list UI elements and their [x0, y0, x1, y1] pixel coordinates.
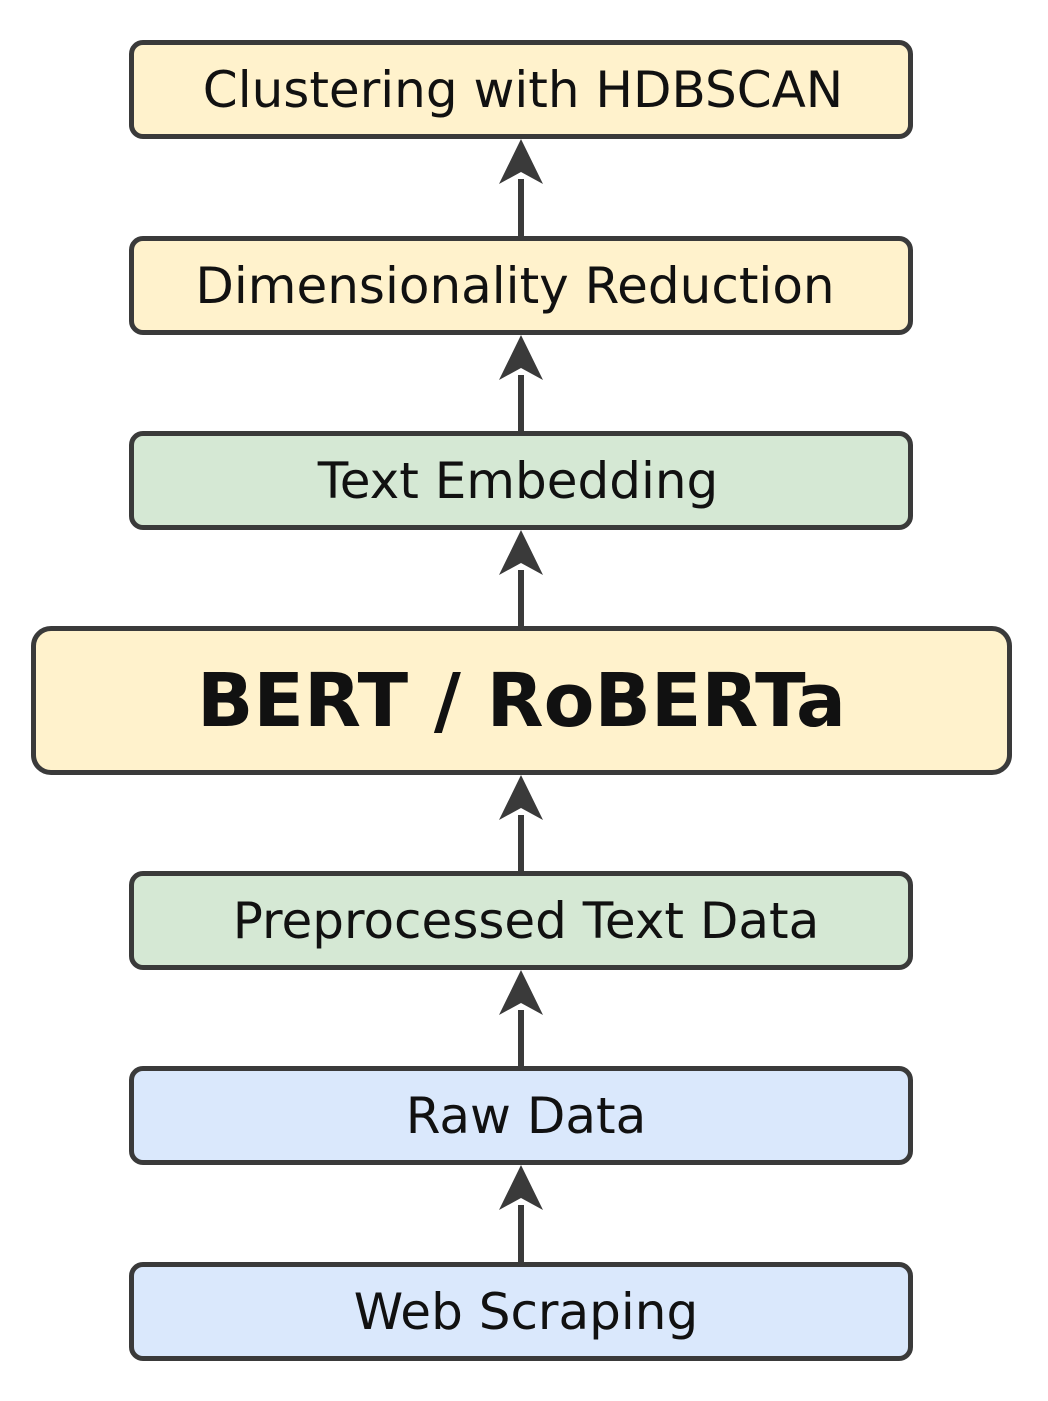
node-label-web-scraping: Web Scraping: [353, 1282, 699, 1341]
arrow-web-scraping-to-raw-data-icon: [499, 1165, 543, 1262]
node-label-dimensionality-reduction: Dimensionality Reduction: [195, 256, 835, 315]
arrow-bert-roberta-to-text-embedding-icon: [499, 530, 543, 626]
node-label-bert-roberta: BERT / RoBERTa: [197, 657, 846, 744]
arrow-preprocessed-text-data-to-bert-roberta-icon: [499, 775, 543, 871]
node-label-text-embedding: Text Embedding: [317, 451, 719, 510]
node-label-raw-data: Raw Data: [405, 1086, 647, 1145]
node-text-embedding: Text Embedding: [129, 431, 913, 530]
node-dimensionality-reduction: Dimensionality Reduction: [129, 236, 913, 335]
node-label-clustering: Clustering with HDBSCAN: [202, 60, 844, 119]
node-bert-roberta: BERT / RoBERTa: [31, 626, 1012, 775]
node-label-preprocessed-text-data: Preprocessed Text Data: [232, 891, 820, 950]
node-clustering: Clustering with HDBSCAN: [129, 40, 913, 139]
arrow-dimensionality-reduction-to-clustering-icon: [499, 139, 543, 236]
node-raw-data: Raw Data: [129, 1066, 913, 1165]
arrow-raw-data-to-preprocessed-text-data-icon: [499, 970, 543, 1066]
arrow-text-embedding-to-dimensionality-reduction-icon: [499, 335, 543, 431]
node-web-scraping: Web Scraping: [129, 1262, 913, 1361]
node-preprocessed-text-data: Preprocessed Text Data: [129, 871, 913, 970]
